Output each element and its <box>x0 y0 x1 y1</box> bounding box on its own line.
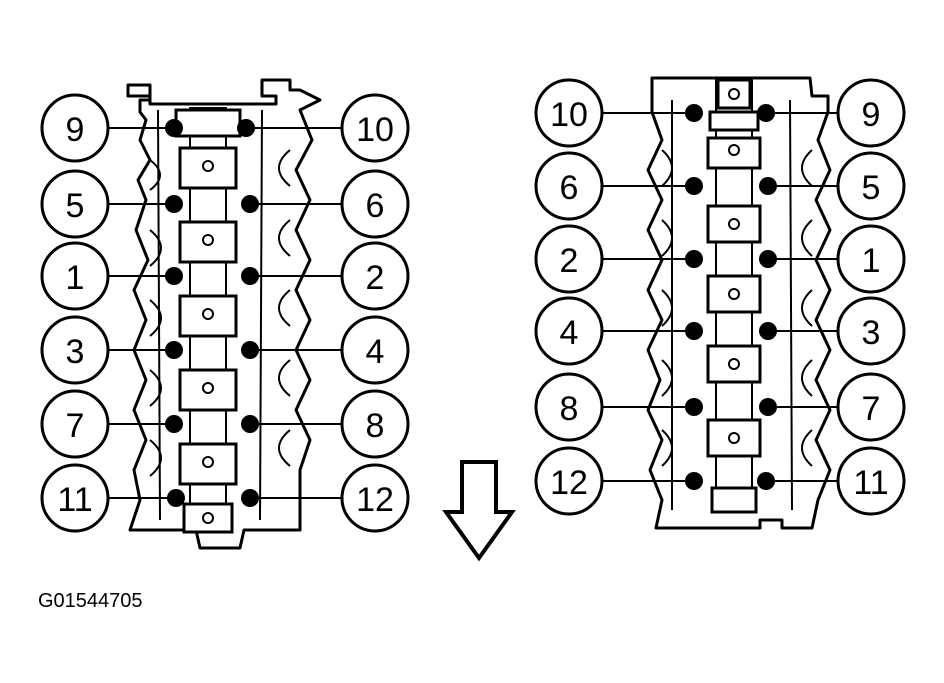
callout-number: 10 <box>550 96 588 134</box>
callout-number: 12 <box>550 464 588 502</box>
callout: 6 <box>534 151 686 221</box>
callout-number: 8 <box>366 407 385 445</box>
callout-number: 3 <box>66 333 85 371</box>
left-head-outline <box>126 78 322 550</box>
arrow-down-icon <box>442 460 516 562</box>
callout-number: 2 <box>366 259 385 297</box>
callout: 8 <box>258 389 410 459</box>
callout-number: 4 <box>560 314 579 352</box>
right-head-bolts <box>685 104 777 490</box>
callout-number: 8 <box>560 390 579 428</box>
callout-number: 9 <box>862 96 881 134</box>
callout: 10 <box>534 78 686 148</box>
left-head-ports-left <box>149 159 162 477</box>
left-cam-caps <box>174 108 242 534</box>
callout: 7 <box>40 389 166 459</box>
right-head-ports-left <box>661 149 673 467</box>
callout: 6 <box>258 169 410 239</box>
callout: 2 <box>534 224 686 294</box>
callout-number: 4 <box>366 333 385 371</box>
callout: 5 <box>776 151 906 221</box>
left-head-ports-right <box>278 149 291 467</box>
callout-number: 2 <box>560 242 579 280</box>
callout: 4 <box>534 296 686 366</box>
callout: 11 <box>40 463 168 533</box>
callout-number: 10 <box>356 111 394 149</box>
callout: 3 <box>40 315 166 385</box>
left-head-callouts-right: 10 6 2 4 8 12 <box>254 93 410 533</box>
left-cylinder-head <box>126 78 322 550</box>
callout-number: 1 <box>862 242 881 280</box>
right-cylinder-head <box>646 76 832 530</box>
callout-number: 1 <box>66 259 85 297</box>
callout-number: 3 <box>862 314 881 352</box>
callout-number: 5 <box>66 187 85 225</box>
callout-number: 5 <box>862 169 881 207</box>
callout: 3 <box>776 296 906 366</box>
callout: 10 <box>254 93 410 163</box>
callout-number: 7 <box>66 407 85 445</box>
right-head-inner-rail-right <box>789 99 793 511</box>
callout: 2 <box>258 241 410 311</box>
callout: 1 <box>776 224 906 294</box>
callout: 12 <box>534 446 686 516</box>
callout: 4 <box>258 315 410 385</box>
left-head-callouts-left: 9 5 1 3 7 11 <box>40 93 168 533</box>
callout-number: 11 <box>57 481 92 519</box>
callout: 7 <box>776 372 906 442</box>
callout: 9 <box>774 78 906 148</box>
callout-number: 12 <box>356 481 394 519</box>
figure-id: G01544705 <box>38 590 143 612</box>
left-head-bolts <box>165 119 259 507</box>
right-head-callouts-left: 10 6 2 4 8 12 <box>534 78 686 516</box>
callout: 9 <box>40 93 166 163</box>
callout: 11 <box>774 446 906 516</box>
callout: 1 <box>40 241 166 311</box>
callout: 12 <box>258 463 410 533</box>
right-head-ports-right <box>801 149 813 467</box>
callout-number: 7 <box>862 390 881 428</box>
right-head-callouts-right: 9 5 1 3 7 11 <box>774 78 906 516</box>
callout-number: 11 <box>853 464 888 502</box>
callout-number: 6 <box>560 169 579 207</box>
right-head-outline <box>646 76 832 530</box>
callout: 5 <box>40 169 166 239</box>
callout: 8 <box>534 372 686 442</box>
left-head-inner-rail-right <box>259 109 263 521</box>
callout-number: 6 <box>366 187 385 225</box>
callout-number: 9 <box>66 111 85 149</box>
right-cam-caps <box>706 78 762 514</box>
